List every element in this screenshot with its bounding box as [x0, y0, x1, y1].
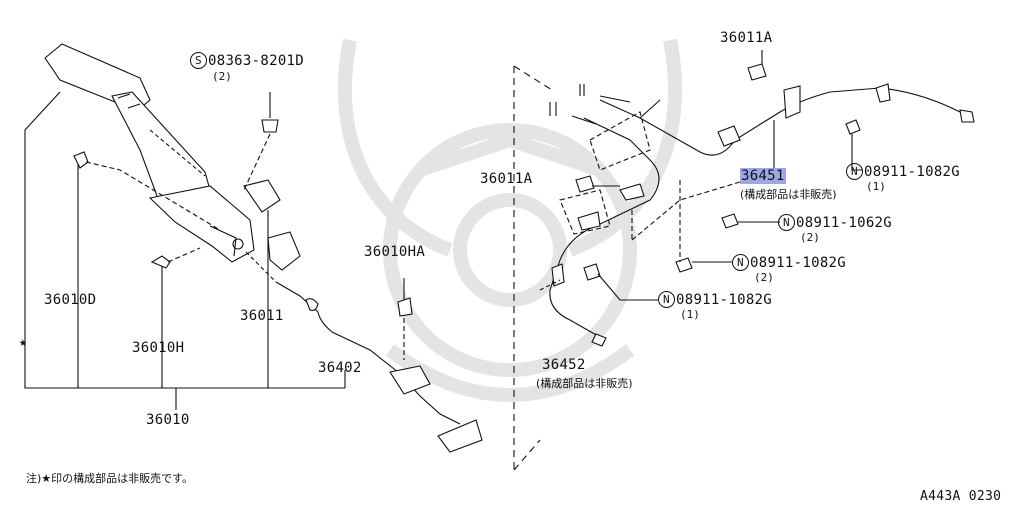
nut-1062G-code: 08911-1062G: [796, 215, 893, 231]
part-36010H-label: 36010H: [132, 340, 185, 356]
watermark-emblem: [337, 38, 683, 402]
n-marker-icon: N: [732, 254, 749, 271]
star-marker: ★: [19, 335, 28, 350]
part-36011-label: 36011: [240, 308, 284, 324]
nut-1082G-b-code: 08911-1082G: [750, 255, 847, 271]
nut-1082G-c-code: 08911-1082G: [676, 292, 773, 308]
rear-cable-36452[interactable]: [549, 183, 645, 347]
part-36010D-label: 36010D: [44, 292, 97, 308]
bolt-08363-code: 08363-8201D: [208, 53, 305, 69]
part-36452-note: (構成部品は非販売): [536, 377, 633, 390]
part-36402-label: 36402: [318, 360, 362, 376]
part-36451-highlight[interactable]: 36451: [740, 168, 786, 184]
bolt-08363[interactable]: [261, 92, 279, 133]
part-36451-label[interactable]: 36451: [740, 168, 786, 184]
n-marker-icon: N: [658, 291, 675, 308]
part-36451-note: (構成部品は非販売): [740, 188, 837, 201]
front-cable-36402[interactable]: [275, 281, 483, 453]
s-marker-icon: S: [190, 52, 207, 69]
nut-1082G-a-qty: (1): [866, 180, 886, 193]
part-36010-label: 36010: [146, 412, 190, 428]
figure-id: A443A 0230: [920, 489, 1002, 504]
part-36011A-mid-label: 36011A: [480, 171, 533, 187]
nut-1062G-qty: (2): [800, 231, 820, 244]
nut-1082G-b-qty: (2): [754, 271, 774, 284]
n-marker-icon: N: [846, 163, 863, 180]
hand-brake-lever[interactable]: [44, 43, 301, 271]
bolt-08363-qty: (2): [212, 70, 232, 83]
footnote: 注)★印の構成部品は非販売です。: [26, 472, 194, 485]
part-36452-label: 36452: [542, 357, 586, 373]
part-36010HA-label: 36010HA: [364, 244, 426, 260]
part-36011A-top-label: 36011A: [720, 30, 773, 46]
nut-1082G-c-qty: (1): [680, 308, 700, 321]
nut-1082G-a-code: 08911-1082G: [864, 164, 961, 180]
rear-cable-36451[interactable]: [559, 83, 975, 261]
n-marker-icon: N: [778, 214, 795, 231]
